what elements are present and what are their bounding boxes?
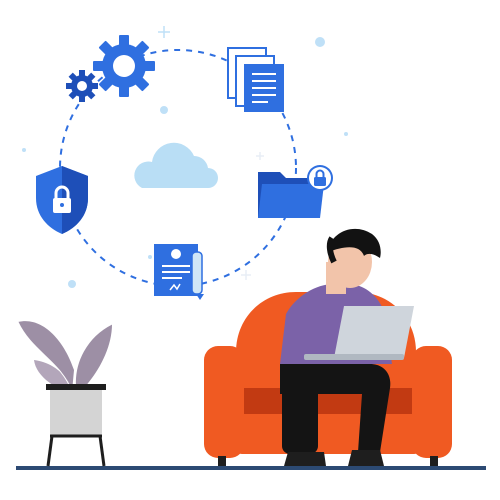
- plant-icon: [17, 321, 113, 467]
- gear-icon: [66, 35, 155, 102]
- laptop-icon: [304, 306, 414, 360]
- folder-lock-icon: [258, 165, 333, 218]
- person-figure: [280, 228, 392, 466]
- floor-line: [16, 466, 486, 470]
- documents-icon: [227, 47, 284, 112]
- certificate-icon: [154, 244, 204, 300]
- shield-lock-icon: [36, 166, 88, 234]
- cloud-icon: [134, 142, 218, 188]
- decorative-sparkles: [22, 26, 348, 288]
